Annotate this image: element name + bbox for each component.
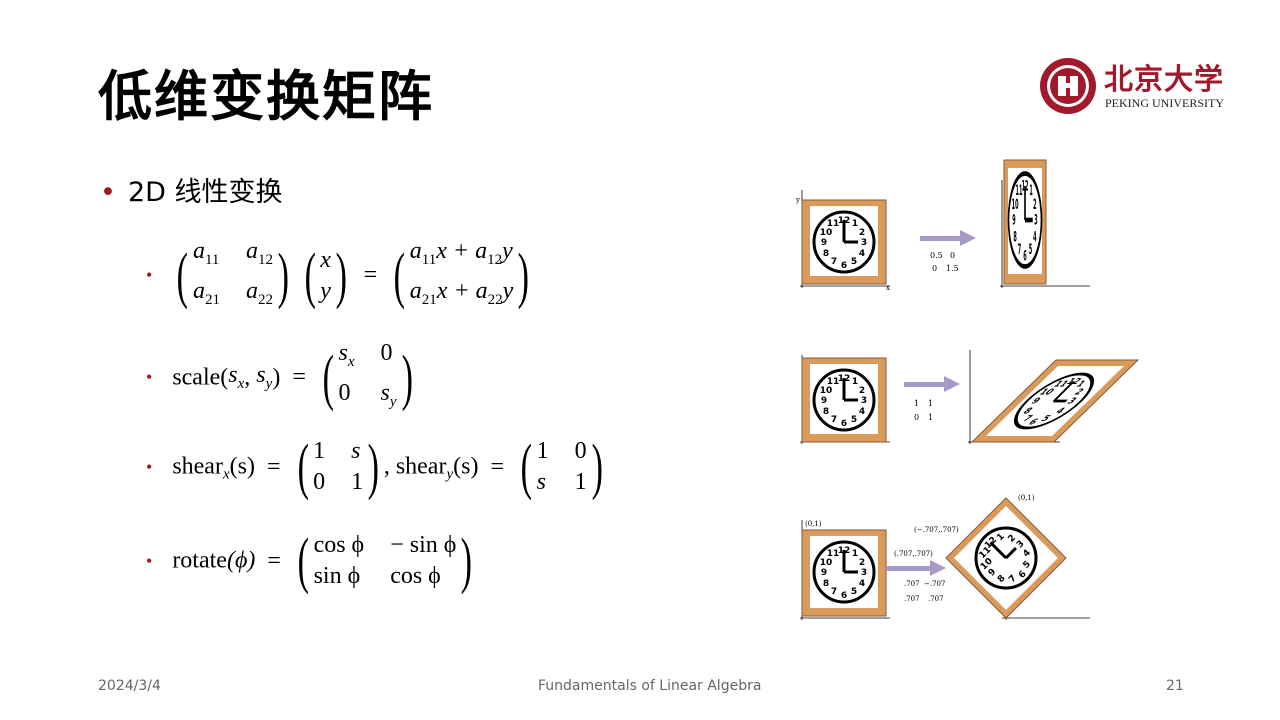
scale-figure: x y 0.5 0 0 1.5: [795, 159, 1090, 292]
equation-general: • ( a11 a12 a21 a22 ) ( x y ) = ( a11x +…: [146, 236, 534, 316]
bullet-dot: •: [146, 550, 153, 571]
equation-scale: • scale(sx, sy) = ( sx 0 0 sy ): [146, 338, 417, 418]
university-logo: 北京大学 PEKING UNIVERSITY: [1038, 58, 1238, 114]
svg-text:(.707,.707): (.707,.707): [894, 550, 933, 558]
vector-result: ( a11x + a12y a21x + a22y ): [393, 238, 530, 310]
footer-page-number: 21: [1166, 678, 1184, 694]
transform-figures: 12369 1245 781011 x y 0.5 0 0 1.5: [795, 159, 1140, 620]
svg-text:1: 1: [928, 413, 933, 422]
footer-course: Fundamentals of Linear Algebra: [538, 678, 762, 694]
bullet-linear-transform: • 2D 线性变换: [100, 170, 283, 209]
svg-text:0.5: 0.5: [930, 251, 943, 260]
svg-text:y: y: [795, 196, 800, 204]
svg-text:0: 0: [914, 413, 919, 422]
svg-text:1.5: 1.5: [946, 264, 959, 273]
logo-english-name: PEKING UNIVERSITY: [1105, 96, 1224, 110]
svg-text:−.707: −.707: [924, 580, 945, 588]
matrix-scale: ( sx 0 0 sy ): [322, 340, 413, 412]
seal-icon: [1040, 58, 1096, 114]
bullet-dot: •: [146, 265, 153, 286]
vector-xy: ( x y ): [304, 241, 347, 310]
equation-shear: • shearx(s) = ( 1 s 0 1 ) , sheary(s) = …: [146, 436, 607, 498]
bullet-dot: •: [100, 177, 116, 208]
svg-text:1: 1: [928, 399, 933, 408]
equation-rotate: • rotate(ϕ) = ( cos ϕ − sin ϕ sin ϕ cos …: [146, 530, 477, 592]
svg-text:0: 0: [932, 264, 937, 273]
svg-text:.707: .707: [904, 580, 920, 588]
svg-text:x: x: [886, 284, 890, 292]
svg-text:1: 1: [914, 399, 919, 408]
footer-date: 2024/3/4: [98, 678, 161, 694]
bullet-dot: •: [146, 456, 153, 477]
bullet-dot: •: [146, 367, 153, 388]
matrix-rotate: ( cos ϕ − sin ϕ sin ϕ cos ϕ ): [297, 527, 473, 595]
logo-chinese-name: 北京大学: [1104, 62, 1225, 96]
svg-text:.707: .707: [904, 595, 920, 603]
svg-text:(0,1): (0,1): [1018, 494, 1035, 502]
svg-text:(0,1): (0,1): [805, 520, 822, 528]
svg-text:0: 0: [950, 251, 955, 260]
svg-text:.707: .707: [928, 595, 944, 603]
matrix-shear-x: ( 1 s 0 1 ): [297, 433, 380, 501]
rotate-figure: (0,1) (.707,.707) .707 −.707 .707 .707 (…: [800, 494, 1090, 620]
shear-figure: 1 1 0 1: [800, 350, 1140, 444]
bullet-text: 2D 线性变换: [127, 177, 283, 208]
svg-text:(−.707,.707): (−.707,.707): [914, 526, 959, 534]
matrix-shear-y: ( 1 0 s 1 ): [520, 433, 603, 501]
slide-title: 低维变换矩阵: [98, 64, 434, 128]
matrix-a: ( a11 a12 a21 a22 ): [176, 238, 289, 310]
